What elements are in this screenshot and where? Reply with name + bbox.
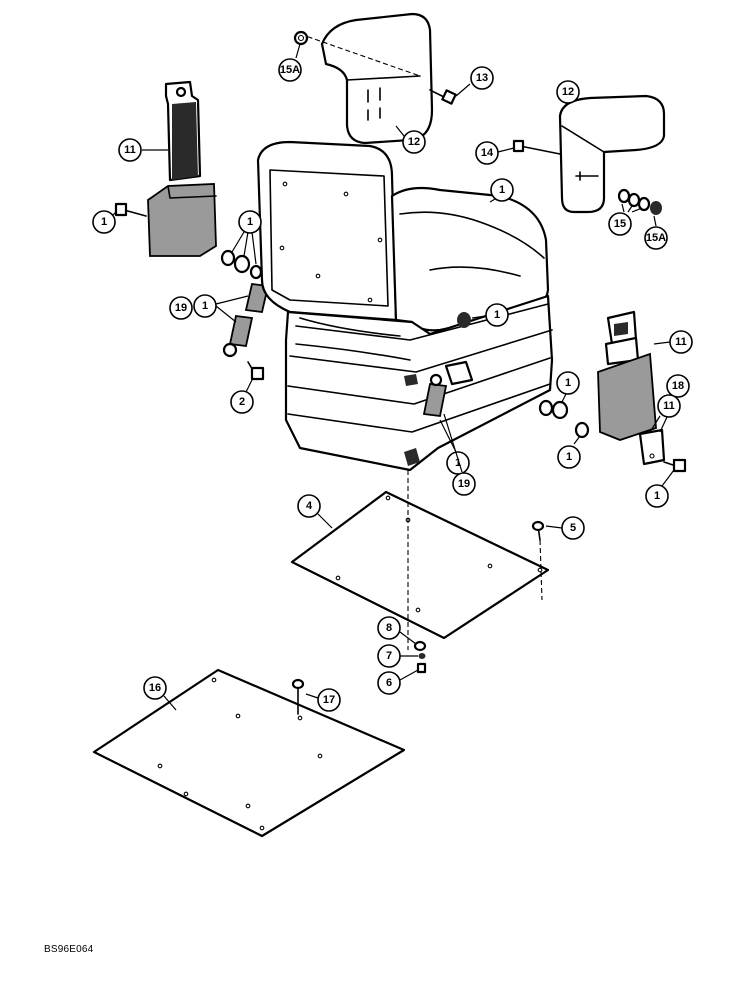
callout-label: 1 [247,216,253,228]
callout-1-left-spacers: 1 [231,210,262,265]
callout-15: 15 [608,203,643,236]
callout-label: 1 [565,377,571,389]
callout-label: 17 [323,694,335,706]
callout-1-left-bolt: 1 [92,210,117,234]
callout-label: 1 [499,184,505,196]
floor-plate-16 [92,668,406,838]
mounting-plate-4 [290,470,550,650]
callout-15A-right: 15A [644,215,668,250]
callout-label: 11 [124,144,136,156]
callout-19-right: 19 [443,413,476,496]
right-armrest-part [558,94,666,214]
callout-17: 17 [305,688,341,712]
callout-label: 8 [386,622,392,634]
callout-12-left: 12 [395,125,426,154]
callout-1-knob: 1 [471,303,509,327]
callout-label: 14 [481,147,494,159]
hardware-6-7-8 [413,640,427,674]
right-seatbelt-part [597,310,666,466]
callout-label: 19 [175,302,187,314]
callout-1-seat: 1 [489,178,514,203]
callout-11-right-lower: 11 [649,394,681,433]
callout-1-left-brackets: 1 [193,294,249,323]
left-armrest-part [299,12,434,145]
callout-4: 4 [297,494,333,529]
callout-7: 7 [377,644,418,668]
callout-label: 1 [654,490,660,502]
bolt-17 [291,678,305,715]
bolt-5 [531,520,545,541]
callout-8: 8 [377,616,417,645]
callout-14: 14 [475,141,515,165]
callout-11-left: 11 [118,138,168,162]
callout-label: 19 [458,478,470,490]
callout-label: 15A [646,232,666,244]
figure-code: BS96E064 [44,944,94,955]
callout-15A-top: 15A [278,43,302,82]
callout-16: 16 [143,676,177,711]
callout-19-left: 19 [169,296,193,320]
bolt-right-belt [663,458,687,473]
callout-label: 2 [239,396,245,408]
callout-1-right-washer: 1 [557,435,581,469]
left-slide-brackets [222,283,270,358]
callout-label: 1 [566,451,572,463]
callout-label: 11 [663,400,675,412]
callout-11-right: 11 [653,330,693,354]
callout-label: 12 [408,136,420,148]
bolt-14 [512,139,561,155]
callout-label: 1 [202,300,208,312]
callout-label: 5 [570,522,576,534]
callout-label: 7 [386,650,392,662]
callout-13: 13 [455,66,494,97]
right-slide-bracket [422,373,448,417]
callout-6: 6 [377,669,419,695]
callout-12-right: 12 [556,80,580,105]
callout-label: 11 [675,336,687,348]
callout-label: 13 [476,72,488,84]
callout-5: 5 [545,516,585,540]
bolt-left-belt [114,202,147,217]
callout-1-right-bolt: 1 [645,469,675,508]
callout-label: 4 [306,500,313,512]
callout-label: 15A [280,64,300,76]
left-seatbelt-part [147,80,217,257]
callout-1-right-spacer: 1 [556,371,580,403]
bolt-2 [247,361,265,381]
nut-15A-left [293,30,309,46]
callout-2: 2 [230,379,254,414]
washers-15 [617,188,662,215]
callout-label: 1 [494,309,500,321]
callout-label: 15 [614,218,626,230]
bolt-13 [429,89,457,105]
callout-label: 18 [672,380,684,392]
callout-label: 12 [562,86,574,98]
callout-label: 6 [386,677,392,689]
callout-label: 1 [455,457,461,469]
callout-label: 1 [101,216,107,228]
seat-assembly [256,140,554,472]
callout-label: 16 [149,682,161,694]
callout-18: 18 [659,374,690,433]
right-spacers [538,399,590,439]
